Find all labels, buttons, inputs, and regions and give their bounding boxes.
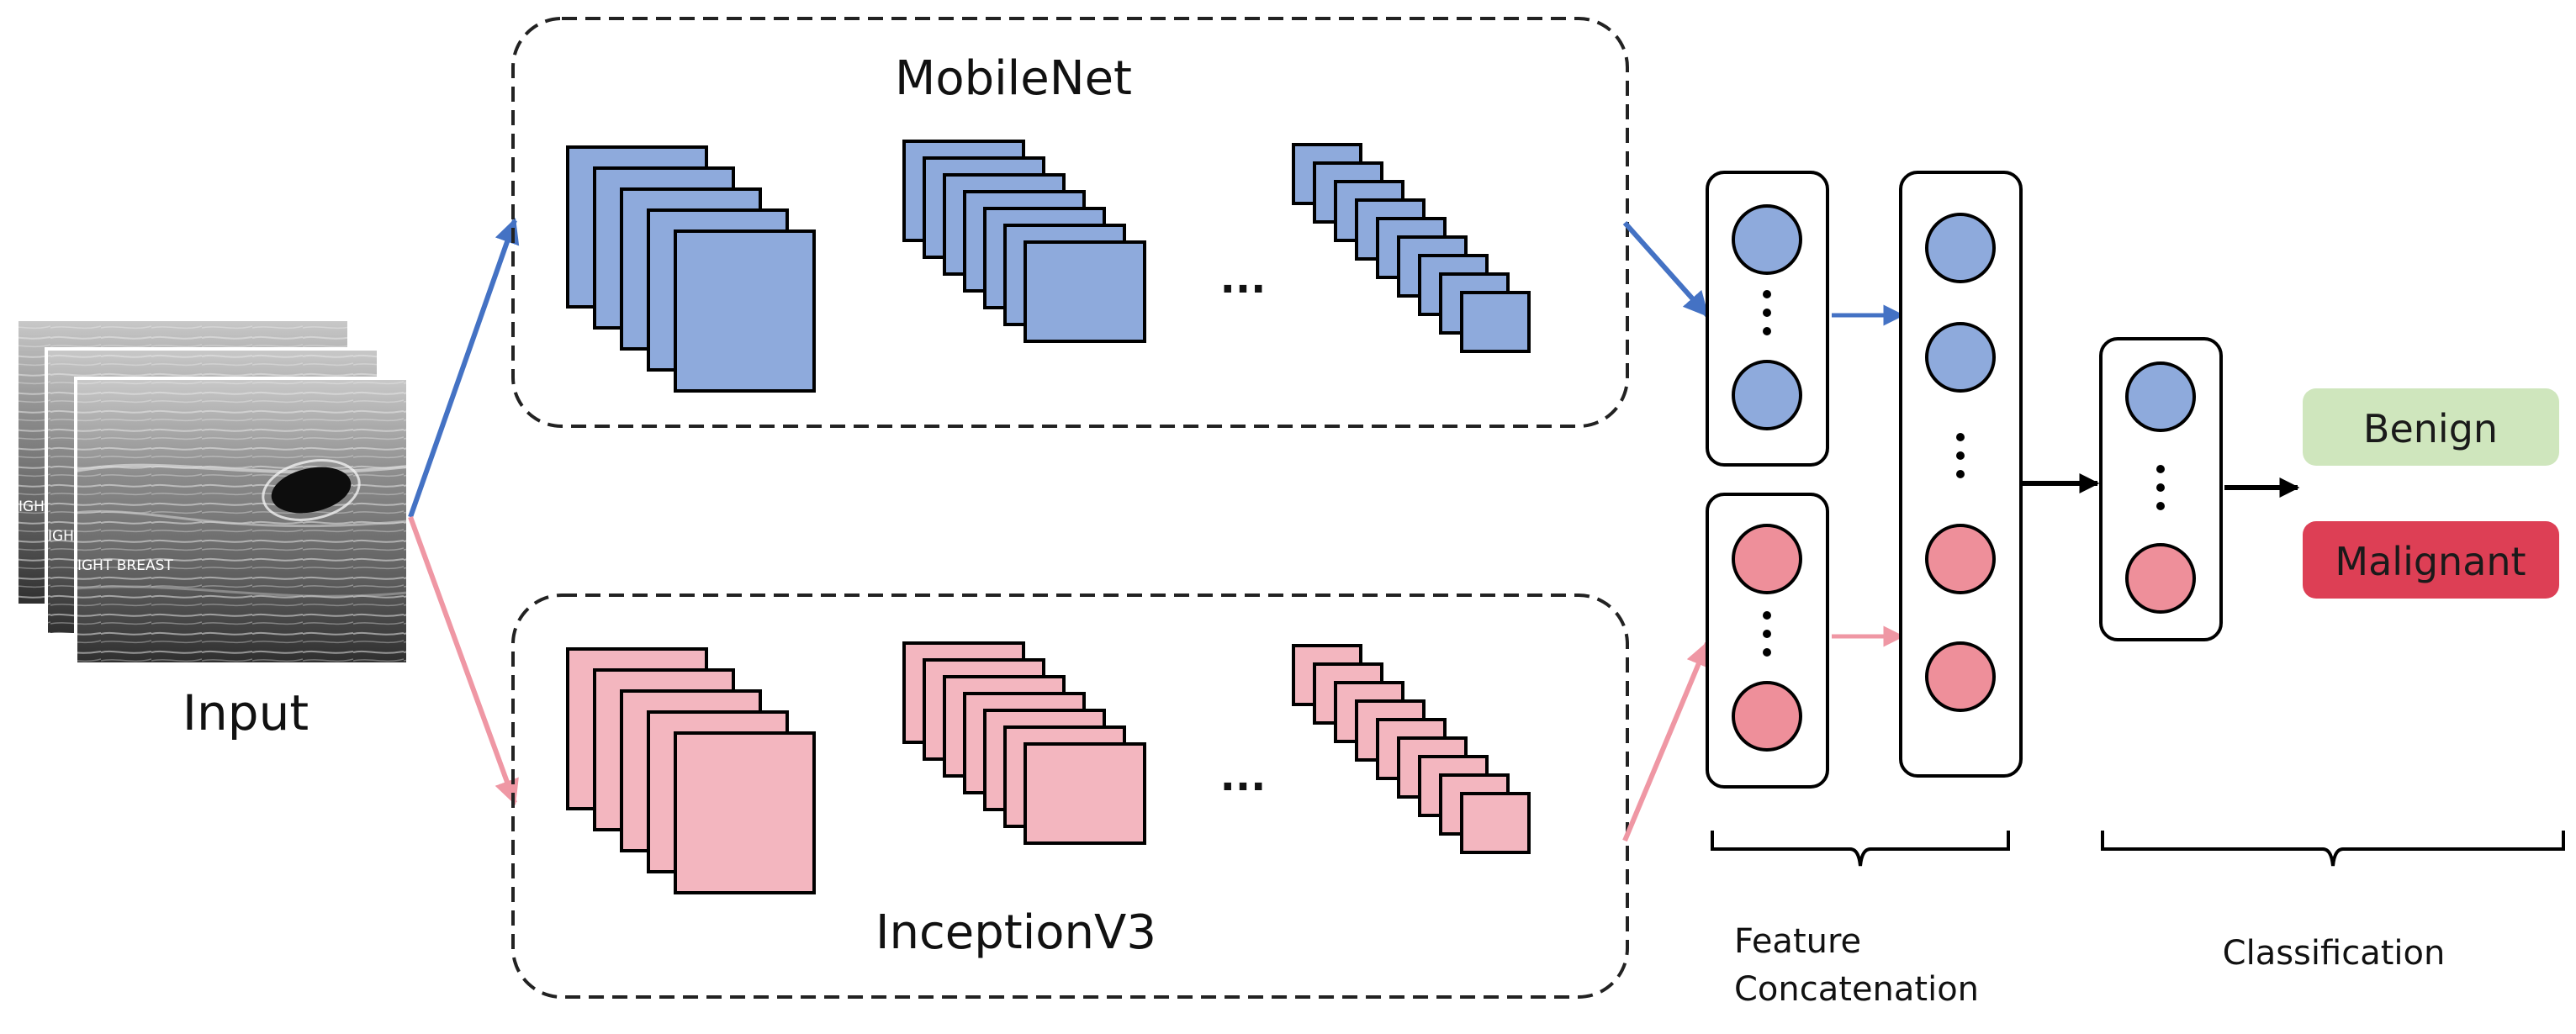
feature-map-layer (1460, 792, 1531, 854)
feature-map-layer (674, 229, 816, 393)
arrow-mobilenet-to-features (1622, 221, 1710, 318)
ultrasound-text-back: IGH (19, 499, 45, 515)
arrow-inception-to-features (1622, 641, 1711, 842)
ultrasound-text-middle: IGH (48, 528, 74, 545)
concatenated-feature-vector (1899, 171, 2023, 778)
feature-label-line2: Concatenation (1734, 970, 1979, 1009)
pink-node (1732, 524, 1802, 594)
ultrasound-image-front: IGHT BREAST (74, 377, 410, 666)
output-malignant: Malignant (2303, 521, 2559, 599)
output-benign: Benign (2303, 388, 2559, 466)
mobilenet-branch: MobileNet ... (511, 17, 1629, 428)
benign-label: Benign (2363, 406, 2498, 451)
inception-label: InceptionV3 (875, 905, 1156, 960)
pink-node (2125, 543, 2196, 614)
mobilenet-feature-maps (566, 140, 1531, 393)
inception-feature-vector (1706, 493, 1829, 789)
classification-label: Classification (2223, 934, 2446, 973)
pink-node (1732, 681, 1802, 752)
blue-node (1925, 322, 1996, 393)
feature-map-layer (1024, 742, 1146, 845)
benign-badge (2303, 388, 2559, 466)
input-image-stack: IGH IGH IGHT BREAST (15, 318, 410, 666)
blue-node (1732, 360, 1802, 430)
blue-node (1925, 213, 1996, 283)
pink-node (1925, 641, 1996, 712)
ultrasound-text-front: IGHT BREAST (77, 557, 173, 574)
feature-map-layer (674, 731, 816, 894)
arrow-to-mobilenet (408, 218, 520, 518)
feature-label-line1: Feature (1734, 922, 1861, 961)
blue-node (1732, 204, 1802, 275)
feature-concat-brace (1711, 831, 2010, 867)
mobilenet-feature-vector (1706, 171, 1829, 467)
classification-brace (2101, 831, 2565, 867)
blue-node (2125, 361, 2196, 432)
malignant-badge (2303, 521, 2559, 599)
feature-map-layer (1024, 240, 1146, 343)
malignant-label: Malignant (2335, 539, 2526, 584)
arrow-to-inception (408, 515, 519, 805)
inception-branch: InceptionV3 ... (511, 593, 1629, 999)
pink-node (1925, 524, 1996, 594)
inception-dashed-box (511, 593, 1629, 999)
lesion-shape (271, 467, 352, 514)
inception-feature-maps (566, 641, 1531, 894)
inception-ellipsis: ... (1220, 753, 1267, 800)
mobilenet-ellipsis: ... (1220, 256, 1267, 303)
classifier-vector (2099, 337, 2223, 641)
input-label: Input (182, 684, 309, 741)
mobilenet-label: MobileNet (895, 51, 1132, 106)
feature-map-layer (1460, 291, 1531, 353)
